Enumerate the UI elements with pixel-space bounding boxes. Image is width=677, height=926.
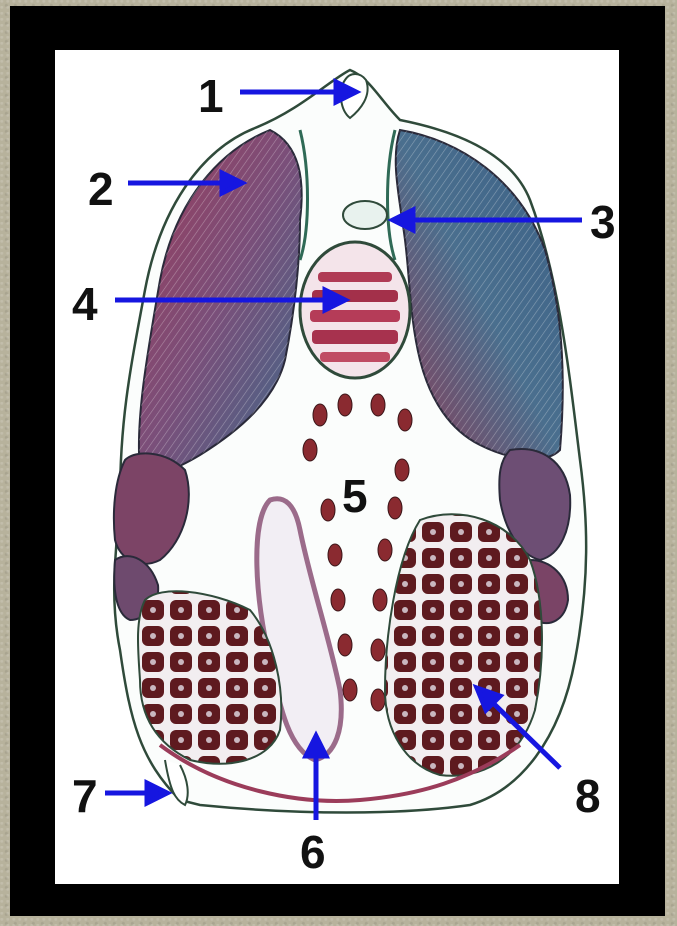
label-3: 3 [590, 196, 616, 248]
label-8: 8 [575, 770, 601, 822]
arrow-7-head [147, 783, 167, 803]
right-gonad [385, 514, 542, 775]
label-1: 1 [198, 70, 224, 122]
label-2: 2 [88, 163, 114, 215]
nerve-cord [343, 201, 387, 229]
label-5: 5 [342, 470, 368, 522]
label-7: 7 [72, 770, 98, 822]
label-4: 4 [72, 278, 98, 330]
label-6: 6 [300, 826, 326, 878]
